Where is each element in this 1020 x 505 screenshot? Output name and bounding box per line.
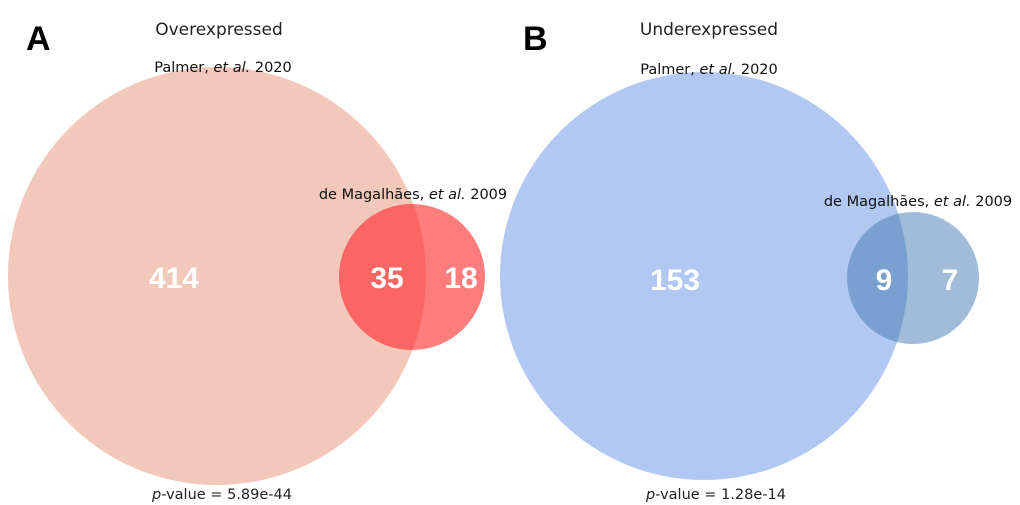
overlap-region-a <box>339 204 426 350</box>
year-text: 2009 <box>975 194 1012 210</box>
et-al-text: et al. <box>934 194 971 210</box>
palmer-2020-label-a: Palmer, et al. 2020 <box>154 60 292 76</box>
p-value-b: p-value = 1.28e-14 <box>645 487 786 503</box>
author-name: de Magalhães, <box>319 187 424 203</box>
count-palmer-only-b: 153 <box>650 264 700 297</box>
year-text: 2009 <box>470 187 507 203</box>
year-text: 2020 <box>255 60 292 76</box>
author-name: Palmer, <box>640 62 695 78</box>
count-de-magalhaes-only-a: 18 <box>444 262 477 295</box>
et-al-text: et al. <box>699 62 736 78</box>
p-value-text: -value = 1.28e-14 <box>655 487 786 503</box>
et-al-text: et al. <box>429 187 466 203</box>
p-letter: p <box>151 487 161 503</box>
de-magalhaes-2009-label-b: de Magalhães, et al. 2009 <box>824 194 1012 210</box>
panel-letter-b: B <box>523 20 548 58</box>
author-name: Palmer, <box>154 60 209 76</box>
p-letter: p <box>645 487 655 503</box>
et-al-text: et al. <box>213 60 250 76</box>
author-name: de Magalhães, <box>824 194 929 210</box>
count-palmer-only-a: 414 <box>149 262 199 295</box>
count-overlap-b: 9 <box>876 264 893 297</box>
count-de-magalhaes-only-b: 7 <box>942 264 959 297</box>
count-overlap-a: 35 <box>370 262 403 295</box>
palmer-2020-circle-a <box>8 67 426 485</box>
de-magalhaes-2009-label-a: de Magalhães, et al. 2009 <box>319 187 507 203</box>
panel-letter-a: A <box>26 20 51 58</box>
panel-a: A Overexpressed Palmer, et al. 2020 de M… <box>8 20 507 503</box>
panel-a-title: Overexpressed <box>155 20 283 40</box>
panel-b: B Underexpressed Palmer, et al. 2020 de … <box>500 20 1012 503</box>
palmer-2020-circle-b <box>500 72 908 480</box>
panel-b-title: Underexpressed <box>640 20 778 40</box>
palmer-2020-label-b: Palmer, et al. 2020 <box>640 62 778 78</box>
p-value-a: p-value = 5.89e-44 <box>151 487 292 503</box>
p-value-text: -value = 5.89e-44 <box>161 487 292 503</box>
overlap-region-b <box>847 212 908 344</box>
year-text: 2020 <box>741 62 778 78</box>
